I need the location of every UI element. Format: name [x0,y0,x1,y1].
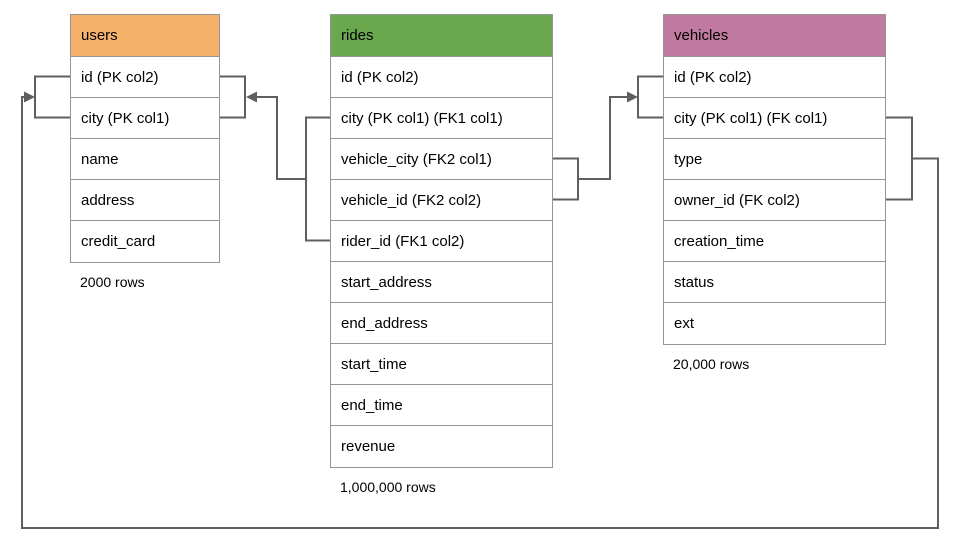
table-users-column-name: name [71,139,219,180]
rides-left-bracket [305,116,330,242]
table-rides-row-count: 1,000,000 rows [340,479,436,495]
table-users-column-city: city (PK col1) [71,98,219,139]
table-vehicles-column-status: status [664,262,885,303]
connector-line-rides-vehicles [578,96,628,180]
table-users-column-credit-card: credit_card [71,221,219,262]
table-vehicles-column-id: id (PK col2) [664,57,885,98]
relationship-rides-to-vehicles [553,75,663,201]
table-rides-column-revenue: revenue [331,426,552,467]
table-rides-header: rides [331,15,552,57]
table-rides-column-start-time: start_time [331,344,552,385]
table-vehicles-row-count: 20,000 rows [673,356,750,372]
table-vehicles-column-type: type [664,139,885,180]
table-rides-column-end-time: end_time [331,385,552,426]
relationship-rides-to-users [220,75,330,242]
users-left-bracket [34,75,70,119]
vehicles-left-bracket [637,75,663,119]
table-vehicles: vehicles id (PK col2) city (PK col1) (FK… [663,14,886,372]
table-users-column-id: id (PK col2) [71,57,219,98]
arrowhead-to-users-right [246,91,257,103]
table-rides-column-vehicle-city: vehicle_city (FK2 col1) [331,139,552,180]
table-rides-column-rider-id: rider_id (FK1 col2) [331,221,552,262]
vehicles-right-bracket [886,116,913,201]
table-rides-column-end-address: end_address [331,303,552,344]
table-users-row-count: 2000 rows [80,274,145,290]
table-rides-column-city: city (PK col1) (FK1 col1) [331,98,552,139]
table-vehicles-column-ext: ext [664,303,885,344]
table-users-column-address: address [71,180,219,221]
users-right-bracket [220,75,246,119]
table-vehicles-column-creation-time: creation_time [664,221,885,262]
rides-right-bracket [553,157,579,201]
table-rides-column-vehicle-id: vehicle_id (FK2 col2) [331,180,552,221]
table-rides-column-start-address: start_address [331,262,552,303]
table-vehicles-column-city: city (PK col1) (FK col1) [664,98,885,139]
arrowhead-to-users-left [24,91,35,103]
table-vehicles-column-owner-id: owner_id (FK col2) [664,180,885,221]
connector-line-rides-users [256,96,306,180]
table-users-header: users [71,15,219,57]
table-users: users id (PK col2) city (PK col1) name a… [70,14,220,290]
table-rides-column-id: id (PK col2) [331,57,552,98]
table-rides: rides id (PK col2) city (PK col1) (FK1 c… [330,14,553,495]
arrowhead-to-vehicles-left [627,91,638,103]
table-vehicles-header: vehicles [664,15,885,57]
